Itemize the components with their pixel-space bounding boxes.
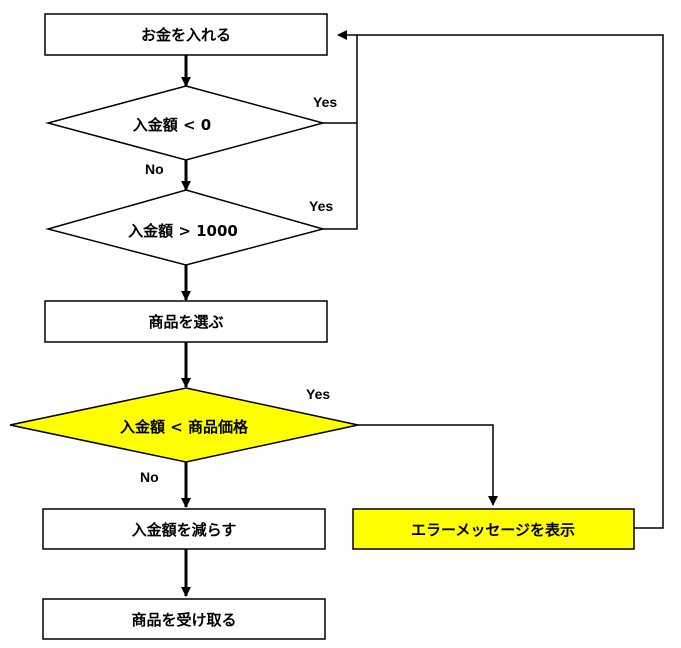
connectors [181,30,664,597]
node-reduce-amount: 入金額を減らす [42,508,326,550]
label-negative-yes: Yes [313,94,337,110]
node-check-negative: 入金額 < 0 [45,85,326,161]
label-price-yes: Yes [306,386,330,402]
node-check-price: 入金額 < 商品価格 [9,387,359,463]
process-box [42,598,326,640]
node-show-error: エラーメッセージを表示 [352,508,635,550]
node-insert-money: お金を入れる [44,13,328,56]
node-check-over: 入金額 > 1000 [45,189,326,266]
node-label: 商品を受け取る [131,611,236,629]
label-negative-no: No [145,161,164,177]
node-label: 入金額 < 0 [133,116,211,134]
decision-diamond [9,387,359,463]
label-price-no: No [140,469,159,485]
line-price-yes [358,424,498,506]
node-label: 入金額 > 1000 [128,222,238,240]
edge-labels: Yes No Yes Yes No [140,94,337,485]
node-label: 商品を選ぶ [148,313,223,331]
node-label: エラーメッセージを表示 [411,521,575,539]
line-over-yes [323,35,358,230]
node-receive-product: 商品を受け取る [42,598,326,640]
node-label: お金を入れる [141,26,231,44]
error-box [352,508,635,550]
node-select-product: 商品を選ぶ [44,300,328,343]
line-error-return [337,30,664,529]
process-box [44,13,328,56]
decision-diamond [45,85,326,161]
process-box [44,300,328,343]
node-label: 入金額を減らす [132,521,237,539]
node-label: 入金額 < 商品価格 [120,418,249,436]
label-over-yes: Yes [309,198,333,214]
decision-diamond [45,189,326,266]
process-box [42,508,326,550]
